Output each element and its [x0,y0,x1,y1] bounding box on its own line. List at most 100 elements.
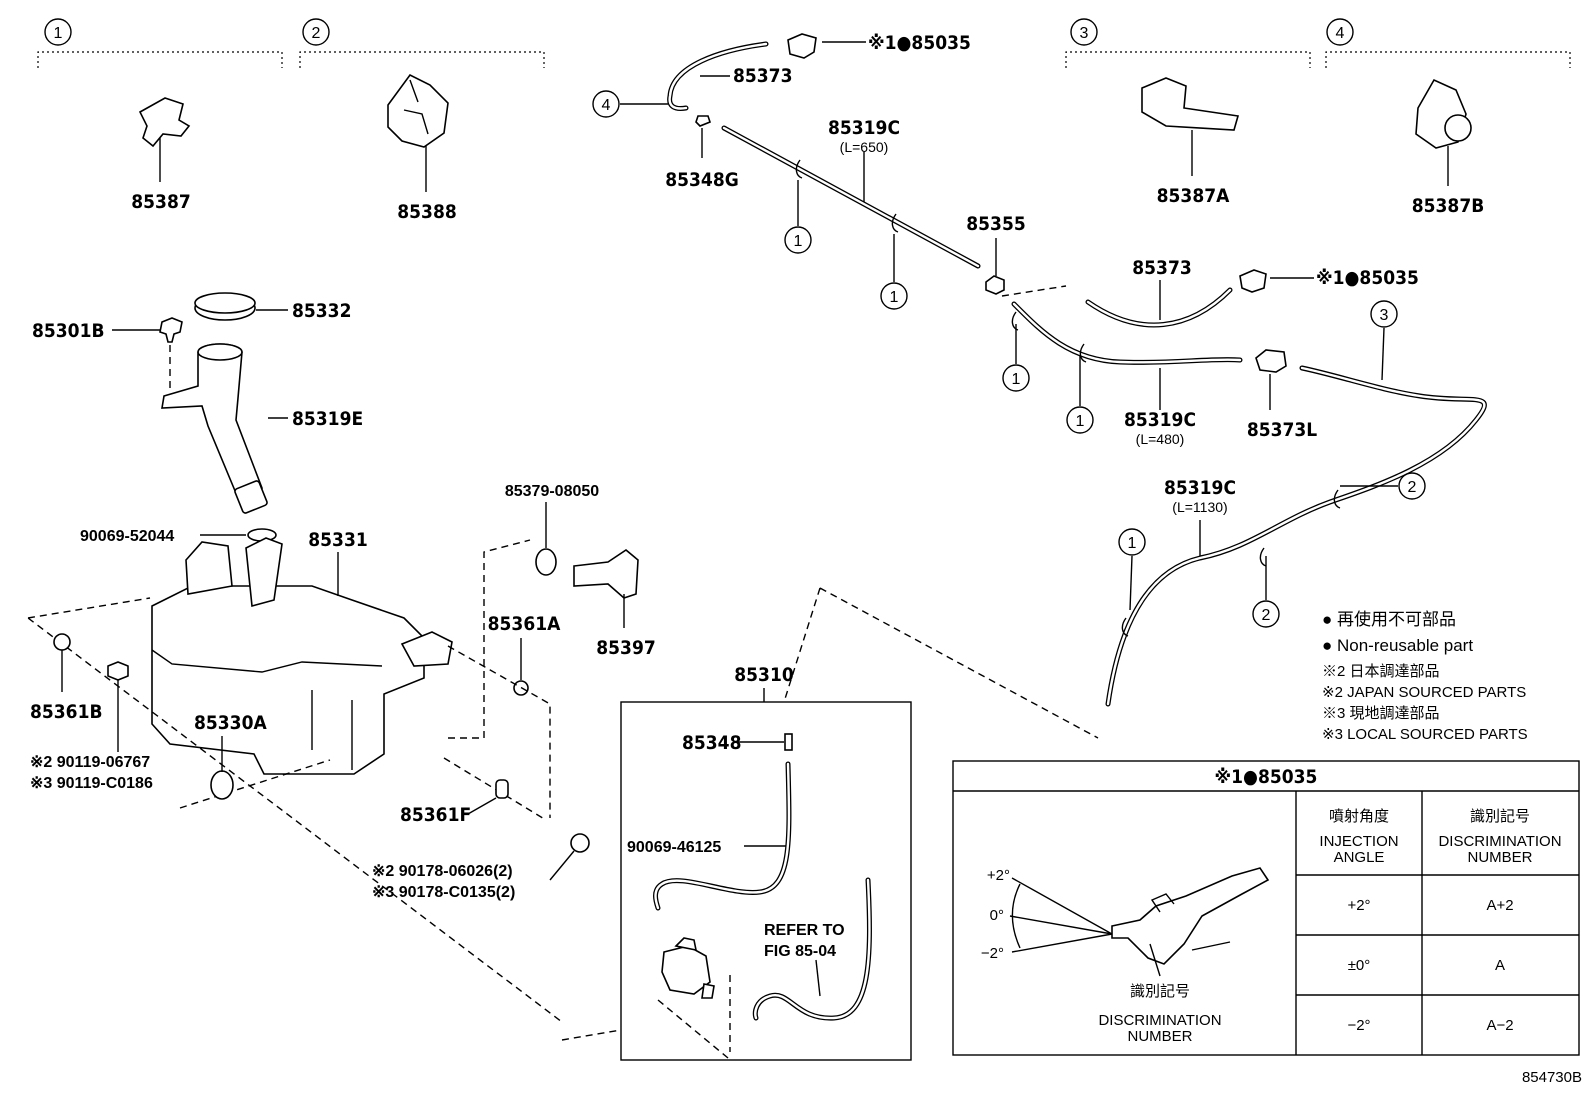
label-90178-C0135: ※3 90178-C0135(2) [372,884,515,901]
svg-text:2: 2 [1262,607,1271,624]
figure-id: 854730B [1522,1069,1582,1086]
label-85035-top: ※1●85035 [868,32,971,54]
label-85319E: 85319E [292,408,363,430]
label-85319C-top-len: (L=650) [840,139,889,155]
angle-minus-label: −2° [981,945,1004,962]
table-row1-number: A+2 [1486,897,1513,914]
legend-japan-en: ※2 JAPAN SOURCED PARTS [1322,684,1526,701]
label-85319C-mid: 85319C [1124,409,1196,431]
label-85373-mid: 85373 [1132,257,1191,279]
sensor-85397-shape [573,549,639,599]
tank-85331-shape [151,585,425,775]
legend-non-reusable-jp: ● 再使用不可部品 [1322,609,1456,629]
label-85310: 85310 [734,664,794,686]
table-col1-en-2: ANGLE [1334,849,1385,866]
legend-local-jp: ※3 現地調達部品 [1322,705,1440,722]
label-85373-top: 85373 [733,65,792,87]
label-85301B: 85301B [32,320,105,342]
label-85319C-low: 85319C [1164,477,1236,499]
table-title: ※1●85035 [1215,766,1318,788]
legend-non-reusable-en: ● Non-reusable part [1322,636,1473,655]
svg-text:1: 1 [794,233,803,250]
nozzle-85035-top-shape [787,33,817,59]
label-85332: 85332 [292,300,351,322]
label-85331: 85331 [308,529,367,551]
bolt-90119-shape [107,661,129,681]
label-85361B: 85361B [30,701,103,723]
clip-85387A-shape [1141,77,1240,131]
legend-local-en: ※3 LOCAL SOURCED PARTS [1322,726,1528,743]
label-85348: 85348 [682,732,741,754]
joint-85373L-shape [1255,349,1287,373]
label-85348G: 85348G [665,169,739,191]
table-col2-en-2: NUMBER [1467,849,1532,866]
variant-4-group: 4 85387B [1325,18,1571,217]
hose-90069-46125 [653,761,792,911]
label-90119-06767: ※2 90119-06767 [30,754,150,771]
label-85387B: 85387B [1412,195,1485,217]
table-row1-angle: +2° [1347,897,1370,914]
variant-1-number: 1 [54,25,63,42]
nozzle-85035-mid-shape [1239,269,1267,293]
nozzle-illustration [1111,867,1270,965]
label-85035-mid: ※1●85035 [1316,267,1419,289]
label-90069-46125: 90069-46125 [627,839,721,856]
variant-4-marker [1326,18,1354,46]
table-row3-angle: −2° [1347,1017,1370,1034]
label-90069-52044: 90069-52044 [80,528,174,545]
label-85361F: 85361F [400,804,471,826]
variant-2-number: 2 [312,25,321,42]
table-col2-en-1: DISCRIMINATION [1438,833,1561,850]
variant-4-callout [592,90,620,118]
grommet-85379-shape [535,548,557,576]
variant-3-bracket [1065,51,1311,68]
label-85330A: 85330A [194,712,267,734]
label-85387: 85387 [131,191,190,213]
pump-detail-box [620,701,912,1061]
washer-tank-assembly: 85301B 85332 85319E 90069-52044 85331 85… [27,292,656,1023]
variant-2-bracket [299,51,545,68]
svg-text:1: 1 [890,289,899,306]
label-85319C-mid-len: (L=480) [1136,431,1185,447]
legend-japan-jp: ※2 日本調達部品 [1322,663,1440,680]
disc-en-label-2: NUMBER [1127,1028,1192,1045]
joint-85348-shape [784,733,793,751]
svg-text:2: 2 [1408,479,1417,496]
nut-90178-shape [570,833,590,853]
grommet-85330A-shape [210,770,234,800]
table-row2-number: A [1495,957,1505,974]
hose-routing: ※1●85035 85373 4 85348G 85319C (L=650) 1… [592,32,1487,707]
svg-text:3: 3 [1380,307,1389,324]
label-85397: 85397 [596,637,655,659]
variant-1-group: 1 85387 [37,18,283,213]
table-row3-number: A−2 [1486,1017,1513,1034]
variant-4-bracket [1325,51,1571,68]
svg-text:1: 1 [1012,371,1021,388]
label-85319C-low-len: (L=1130) [1172,499,1227,515]
table-row2-angle: ±0° [1348,957,1371,974]
label-85387A: 85387A [1157,185,1230,207]
svg-text:4: 4 [602,97,611,114]
inlet-85319E-shape [161,343,264,500]
grommet-85361B-shape [53,633,71,651]
variant-3-number: 3 [1080,25,1089,42]
clip-85301B-shape [159,317,183,343]
clip-85361F-shape [495,779,509,799]
label-90178-06026: ※2 90178-06026(2) [372,863,513,880]
svg-text:1: 1 [1128,535,1137,552]
label-90119-C0186: ※3 90119-C0186 [30,775,153,792]
variant-2-marker [302,18,330,46]
label-85361A: 85361A [488,613,561,635]
variant-3-group: 3 85387A [1065,18,1311,207]
joint-85355-shape [985,275,1005,295]
label-85388: 85388 [397,201,456,223]
angle-zero-label: 0° [990,907,1004,924]
table-col1-en-1: INJECTION [1319,833,1398,850]
disc-jp-label: 識別記号 [1130,983,1190,1000]
angle-plus-label: +2° [987,867,1010,884]
hose-85319C-480 [1011,301,1243,365]
tank-frame-lines [27,597,563,1023]
injection-angle-table: ※1●85035 噴射角度 INJECTION ANGLE 識別記号 DISCR… [952,760,1580,1056]
variant-4-number: 4 [1336,25,1345,42]
spray-angle-lines [1009,877,1113,953]
